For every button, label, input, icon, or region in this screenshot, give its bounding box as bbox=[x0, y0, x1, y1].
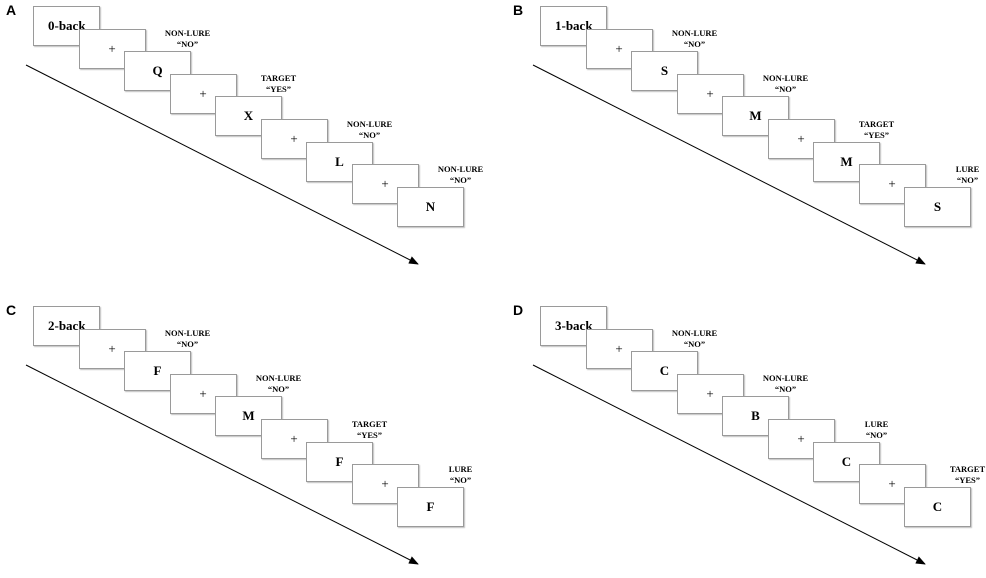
stimulus-letter: C bbox=[905, 499, 970, 515]
trial-annotation: NON-LURE“NO” bbox=[751, 73, 821, 95]
trial-type: TARGET bbox=[335, 419, 405, 430]
expected-response: “NO” bbox=[751, 384, 821, 395]
trial-type: TARGET bbox=[842, 119, 912, 130]
stimulus-letter: N bbox=[398, 199, 463, 215]
expected-response: “NO” bbox=[244, 384, 314, 395]
trial-annotation: TARGET“YES” bbox=[933, 464, 986, 486]
trial-type: NON-LURE bbox=[751, 373, 821, 384]
letter-card: C bbox=[904, 487, 971, 527]
letter-card: F bbox=[397, 487, 464, 527]
trial-annotation: LURE“NO” bbox=[933, 164, 986, 186]
trial-annotation: NON-LURE“NO” bbox=[153, 28, 223, 50]
trial-type: NON-LURE bbox=[153, 28, 223, 39]
trial-type: NON-LURE bbox=[751, 73, 821, 84]
trial-annotation: TARGET“YES” bbox=[335, 419, 405, 441]
trial-type: NON-LURE bbox=[335, 119, 405, 130]
expected-response: “YES” bbox=[244, 84, 314, 95]
trial-type: NON-LURE bbox=[153, 328, 223, 339]
trial-type: LURE bbox=[426, 464, 496, 475]
stimulus-letter: S bbox=[905, 199, 970, 215]
trial-annotation: TARGET“YES” bbox=[244, 73, 314, 95]
trial-annotation: NON-LURE“NO” bbox=[244, 373, 314, 395]
trial-annotation: NON-LURE“NO” bbox=[751, 373, 821, 395]
expected-response: “NO” bbox=[335, 130, 405, 141]
trial-annotation: NON-LURE“NO” bbox=[153, 328, 223, 350]
trial-type: LURE bbox=[933, 164, 986, 175]
expected-response: “NO” bbox=[153, 39, 223, 50]
trial-annotation: LURE“NO” bbox=[426, 464, 496, 486]
trial-annotation: NON-LURE“NO” bbox=[660, 328, 730, 350]
expected-response: “NO” bbox=[660, 39, 730, 50]
expected-response: “NO” bbox=[660, 339, 730, 350]
trial-annotation: NON-LURE“NO” bbox=[426, 164, 496, 186]
letter-card: S bbox=[904, 187, 971, 227]
expected-response: “NO” bbox=[933, 175, 986, 186]
expected-response: “YES” bbox=[842, 130, 912, 141]
expected-response: “NO” bbox=[426, 175, 496, 186]
expected-response: “NO” bbox=[153, 339, 223, 350]
trial-type: LURE bbox=[842, 419, 912, 430]
expected-response: “NO” bbox=[751, 84, 821, 95]
trial-type: NON-LURE bbox=[426, 164, 496, 175]
trial-type: NON-LURE bbox=[660, 28, 730, 39]
expected-response: “YES” bbox=[335, 430, 405, 441]
stimulus-letter: F bbox=[398, 499, 463, 515]
trial-type: NON-LURE bbox=[660, 328, 730, 339]
trial-type: NON-LURE bbox=[244, 373, 314, 384]
trial-annotation: NON-LURE“NO” bbox=[335, 119, 405, 141]
letter-card: N bbox=[397, 187, 464, 227]
trial-annotation: TARGET“YES” bbox=[842, 119, 912, 141]
trial-annotation: NON-LURE“NO” bbox=[660, 28, 730, 50]
trial-type: TARGET bbox=[933, 464, 986, 475]
trial-type: TARGET bbox=[244, 73, 314, 84]
expected-response: “NO” bbox=[842, 430, 912, 441]
expected-response: “NO” bbox=[426, 475, 496, 486]
expected-response: “YES” bbox=[933, 475, 986, 486]
trial-annotation: LURE“NO” bbox=[842, 419, 912, 441]
